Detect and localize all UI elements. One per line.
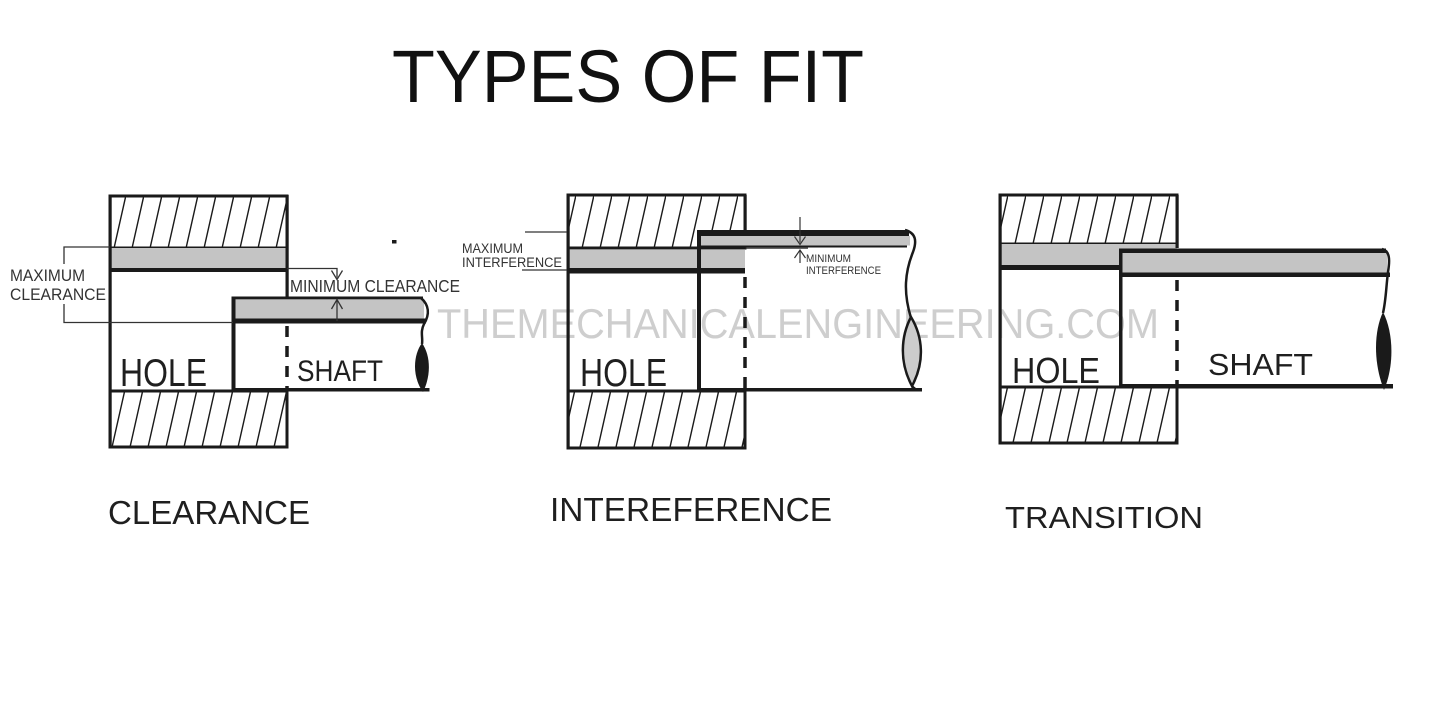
hole-tolerance-band-border bbox=[110, 268, 287, 272]
shaft-tolerance-band bbox=[233, 299, 424, 319]
shaft-break-tail bbox=[910, 385, 922, 392]
shaft-break-wavy-edge bbox=[904, 228, 917, 319]
hole-right-edge bbox=[285, 195, 289, 298]
shaft-band-top-border bbox=[1119, 248, 1386, 253]
hole-tolerance-band-border bbox=[1000, 265, 1177, 270]
shaft-left-edge bbox=[697, 230, 701, 390]
shaft-tolerance-band bbox=[697, 236, 910, 246]
shaft-break-wavy-edge bbox=[420, 297, 430, 345]
shaft-break-icon bbox=[415, 343, 429, 392]
shaft-band-top-border bbox=[233, 296, 423, 300]
hole-left-edge bbox=[108, 195, 112, 447]
label-backer bbox=[6, 264, 106, 304]
caption-interference: INTEREFERENCE bbox=[550, 491, 832, 528]
hole-left-edge bbox=[998, 195, 1002, 443]
shaft-label: SHAFT bbox=[1208, 347, 1313, 382]
hole-tolerance-band bbox=[110, 248, 287, 268]
shaft-bottom-edge bbox=[1119, 384, 1393, 389]
hole-label: HOLE bbox=[120, 352, 207, 395]
hole-bottom-hatch-block bbox=[998, 385, 1179, 445]
hole-tolerance-band-border bbox=[568, 268, 745, 274]
stray-dot bbox=[392, 240, 397, 244]
shaft-band-bottom-border bbox=[1119, 272, 1390, 277]
shaft-left-edge bbox=[231, 296, 236, 392]
min-clearance-callout: MINIMUM CLEARANCE bbox=[287, 267, 460, 321]
min-interference-label-line2: INTERFERENCE bbox=[806, 265, 881, 277]
arrow-down-icon bbox=[794, 236, 806, 246]
shaft-label: SHAFT bbox=[297, 355, 383, 388]
hole-bottom-hatch-block bbox=[566, 389, 747, 450]
arrow-up-icon bbox=[794, 248, 806, 259]
hole-left-edge bbox=[566, 195, 570, 448]
shaft-band-bottom-border bbox=[233, 318, 426, 324]
shaft-left-edge bbox=[1119, 248, 1123, 387]
min-interference-callout: MINIMUM INTERFERENCE bbox=[745, 217, 881, 277]
hole-top-hatch-block bbox=[108, 194, 289, 250]
diagram-interference: HOLE MAXIMUM INTERFERENCE MINIMUM INTERF… bbox=[462, 193, 923, 450]
shaft-break-wavy-edge bbox=[1381, 247, 1391, 314]
max-interference-label-line1: MAXIMUM bbox=[462, 241, 523, 256]
caption-clearance: CLEARANCE bbox=[108, 494, 310, 531]
hole-right-edge bbox=[743, 195, 747, 231]
caption-transition: TRANSITION bbox=[1005, 500, 1203, 535]
hole-top-hatch-block bbox=[998, 193, 1179, 246]
shaft-band-top-border bbox=[697, 230, 909, 236]
shaft-bottom-edge bbox=[697, 388, 922, 392]
max-clearance-callout: MAXIMUM CLEARANCE bbox=[6, 246, 233, 324]
max-interference-callout: MAXIMUM INTERFERENCE bbox=[462, 231, 567, 271]
hole-bottom-hatch-block bbox=[108, 389, 289, 449]
min-interference-label-line1: MINIMUM bbox=[806, 253, 851, 265]
diagram-clearance: HOLE SHAFT MAXIMUM CLEARANCE MINIMUM CLE… bbox=[6, 194, 460, 449]
max-interference-label-line2: INTERFERENCE bbox=[462, 255, 562, 270]
hole-label: HOLE bbox=[1012, 350, 1100, 391]
min-clearance-label: MINIMUM CLEARANCE bbox=[290, 276, 460, 296]
shaft-band-bottom-border bbox=[697, 245, 907, 248]
watermark-text: THEMECHANICALENGINEERING.COM bbox=[437, 300, 1159, 347]
min-clearance-leader bbox=[287, 267, 338, 278]
page-title: TYPES OF FIT bbox=[392, 35, 864, 118]
hole-label: HOLE bbox=[580, 352, 667, 395]
arrow-down-icon bbox=[330, 270, 344, 281]
max-clearance-label-line1: MAXIMUM bbox=[10, 266, 85, 285]
diagram-transition: HOLE SHAFT bbox=[998, 193, 1393, 445]
shaft-break-icon bbox=[1376, 312, 1392, 390]
arrow-up-icon bbox=[330, 298, 344, 310]
hole-tolerance-band bbox=[568, 250, 745, 268]
hole-right-edge bbox=[1175, 195, 1179, 248]
shaft-tolerance-band bbox=[1119, 253, 1387, 273]
max-clearance-label-line2: CLEARANCE bbox=[10, 285, 106, 304]
shaft-bottom-edge bbox=[231, 388, 430, 392]
